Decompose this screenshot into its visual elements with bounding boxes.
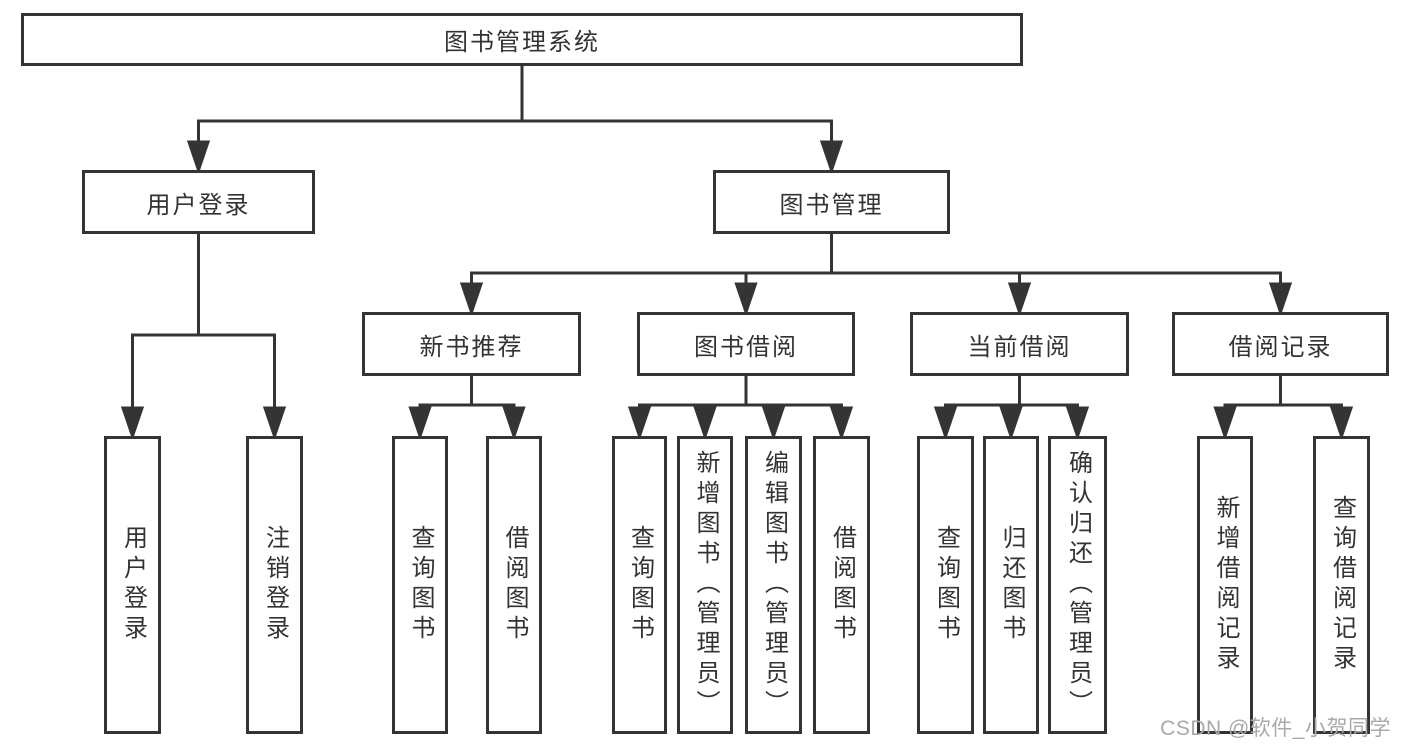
leaf-query-books-recommend: 查询图书 (392, 436, 448, 734)
node-label: 用户登录 (119, 525, 147, 645)
leaf-query-books-borrowing: 查询图书 (612, 436, 667, 734)
node-label: 查询图书 (626, 525, 654, 645)
connector-book-borrowing-to-leaves (627, 376, 854, 441)
arrow-down-icon (502, 406, 526, 441)
node-label: 借阅记录 (1228, 333, 1333, 361)
node-label: 图书借阅 (694, 333, 798, 361)
connector-new-book-recommendation-to-leaves (408, 376, 526, 441)
arrow-down-icon (734, 282, 758, 317)
leaf-edit-book-admin: 编辑图书（管理员） (745, 436, 802, 734)
node-label: 新书推荐 (419, 333, 524, 361)
arrow-down-icon (627, 406, 652, 441)
arrow-down-icon (459, 282, 484, 317)
connector-root-to-level2 (186, 66, 844, 175)
arrow-down-icon (819, 140, 844, 175)
leaf-user-login: 用户登录 (104, 436, 161, 734)
arrow-down-icon (1268, 282, 1293, 317)
connector-book-management-to-sections (459, 234, 1293, 317)
arrow-down-icon (120, 406, 145, 441)
node-book-management: 图书管理 (713, 170, 950, 234)
watermark: CSDN @软件_小贺同学 (1160, 717, 1391, 740)
node-label: 用户登录 (146, 191, 251, 219)
arrow-down-icon (1213, 406, 1237, 441)
arrow-down-icon (408, 406, 432, 441)
leaf-query-books-current: 查询图书 (917, 436, 974, 734)
node-book-borrowing: 图书借阅 (637, 312, 855, 376)
node-label: 新增图书（管理员） (692, 450, 719, 720)
leaf-query-borrow-record: 查询借阅记录 (1313, 436, 1370, 734)
node-label: 当前借阅 (967, 333, 1072, 361)
node-label: 图书管理 (779, 191, 884, 219)
leaf-borrow-books-recommend: 借阅图书 (486, 436, 542, 734)
node-borrowing-records: 借阅记录 (1172, 312, 1389, 376)
connector-borrowing-records-to-leaves (1213, 376, 1354, 441)
node-label: 借阅图书 (501, 525, 528, 645)
connector-current-borrowing-to-leaves (933, 376, 1090, 441)
node-label: 新增借阅记录 (1212, 495, 1239, 675)
arrow-down-icon (186, 140, 211, 175)
leaf-borrow-books-borrowing: 借阅图书 (813, 436, 870, 734)
node-label: 查询图书 (407, 525, 434, 645)
arrow-down-icon (761, 406, 786, 441)
node-label: 查询借阅记录 (1328, 495, 1356, 675)
arrow-down-icon (999, 406, 1023, 441)
node-label: 注销登录 (261, 525, 289, 645)
node-new-book-recommendation: 新书推荐 (362, 312, 581, 376)
leaf-add-book-admin: 新增图书（管理员） (677, 436, 733, 734)
leaf-return-books: 归还图书 (983, 436, 1039, 734)
node-library-management-system: 图书管理系统 (21, 13, 1023, 66)
arrow-down-icon (1329, 406, 1354, 441)
node-label: 归还图书 (998, 525, 1025, 645)
leaf-logout: 注销登录 (246, 436, 303, 734)
leaf-confirm-return-admin: 确认归还（管理员） (1048, 436, 1107, 734)
node-label: 借阅图书 (828, 525, 856, 645)
node-label: 编辑图书（管理员） (760, 450, 788, 720)
arrow-down-icon (693, 406, 717, 441)
node-user-login: 用户登录 (82, 170, 315, 234)
arrow-down-icon (933, 406, 958, 441)
connector-user-login-to-leaves (120, 233, 287, 441)
arrow-down-icon (1065, 406, 1090, 441)
node-label: 确认归还（管理员） (1064, 450, 1092, 720)
arrow-down-icon (829, 406, 854, 441)
arrow-down-icon (262, 406, 287, 441)
node-current-borrowing: 当前借阅 (910, 312, 1129, 376)
node-label: 查询图书 (932, 525, 960, 645)
node-label: 图书管理系统 (444, 29, 600, 56)
leaf-add-borrow-record: 新增借阅记录 (1197, 436, 1253, 734)
arrow-down-icon (1007, 282, 1032, 317)
